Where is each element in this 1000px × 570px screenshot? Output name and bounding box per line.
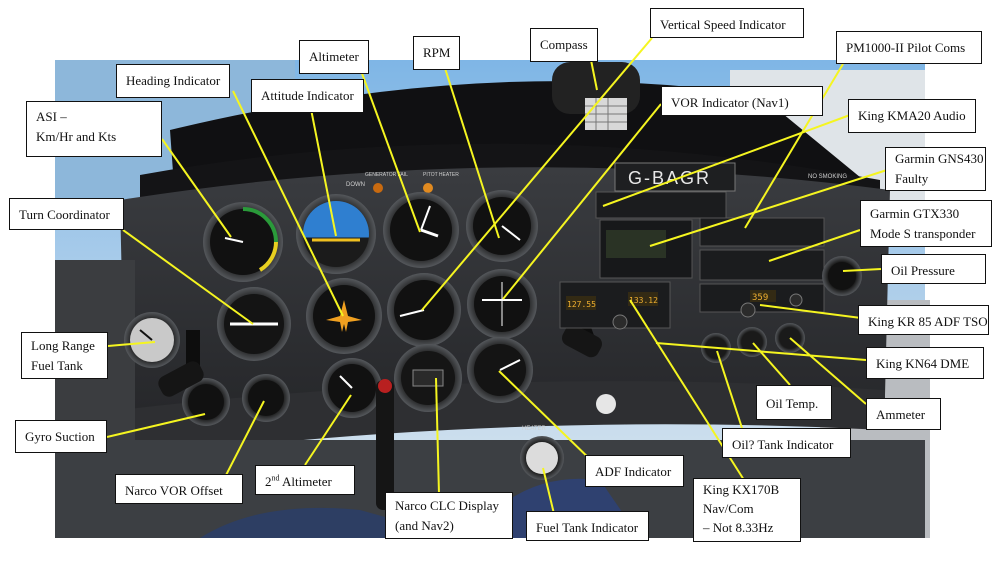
label-gns430-line2: Faulty (895, 171, 929, 187)
leader-rpm (443, 64, 500, 239)
label-gns430-line1: Garmin GNS430 (895, 151, 984, 166)
leader-long-range (107, 341, 156, 347)
leader-oil-temp (752, 342, 791, 386)
label-rpm: RPM (413, 36, 461, 71)
label-alt2-suffix: nd (271, 473, 280, 483)
label-alt2-number: 2 (265, 474, 272, 489)
gear-down-placard: DOWN (346, 182, 365, 188)
registration-placard (614, 162, 736, 192)
leader-narco-vor (221, 400, 265, 484)
label-long-range-fuel: Long Range Fuel Tank (21, 332, 108, 379)
label-oil-temp: Oil Temp. (756, 385, 832, 420)
vor-nav1-gauge (467, 269, 537, 339)
long-range-fuel-gauge (124, 312, 180, 368)
label-asi: ASI – Km/Hr and Kts (26, 101, 162, 157)
label-ammeter: Ammeter (866, 398, 941, 430)
left-yoke (158, 330, 204, 397)
label-gtx330-line2: Mode S transponder (870, 226, 976, 242)
leader-gyro-suction (106, 413, 206, 438)
altimeter-gauge (383, 192, 459, 268)
leader-oil-tank (716, 350, 743, 429)
leader-alt2 (304, 394, 352, 466)
no-smoking-placard: NO SMOKING (808, 174, 847, 180)
leader-heading (232, 90, 344, 317)
label-oil-tank: Oil? Tank Indicator (722, 428, 851, 458)
throttle-lever (376, 380, 394, 510)
narco-vor-offset-gauge (242, 374, 290, 422)
label-compass: Compass (530, 28, 598, 63)
label-long-range-line2: Fuel Tank (31, 358, 83, 374)
label-narco-clc: Narco CLC Display (and Nav2) (385, 492, 513, 539)
gyro-suction-gauge (182, 378, 230, 426)
label-kx170b-line2: Nav/Com (703, 500, 754, 516)
registration-text: G-BAGR (628, 168, 711, 188)
leader-turn-coordinator (122, 229, 254, 325)
label-kx170b-line1: King KX170B (703, 482, 780, 497)
leader-gns430 (649, 169, 888, 247)
label-turn-coordinator: Turn Coordinator (9, 198, 124, 230)
label-gns430: Garmin GNS430 Faulty (885, 147, 986, 191)
label-kx170b: King KX170B Nav/Com – Not 8.33Hz (693, 478, 801, 542)
fuel-tank-gauge (520, 436, 564, 480)
label-adf-indicator: ADF Indicator (585, 455, 684, 487)
label-pm1000: PM1000-II Pilot Coms (836, 31, 982, 64)
label-fuel-tank: Fuel Tank Indicator (526, 511, 649, 541)
turn-coordinator-gauge (217, 287, 291, 361)
label-altimeter: Altimeter (299, 40, 369, 75)
leader-attitude (309, 103, 337, 237)
airspeed-indicator (203, 202, 283, 282)
heater-placard: HEATER (522, 426, 547, 432)
label-long-range-line1: Long Range (31, 338, 95, 353)
label-kr85: King KR 85 ADF TSO (858, 305, 989, 335)
label-2nd-altimeter: 2nd Altimeter (255, 465, 355, 495)
label-oil-pressure: Oil Pressure (881, 254, 986, 284)
label-heading-indicator: Heading Indicator (116, 64, 231, 99)
throttle-knob (378, 379, 392, 393)
panel-knob (596, 394, 616, 414)
label-vor-nav1: VOR Indicator (Nav1) (661, 86, 823, 116)
vertical-speed-gauge (387, 273, 461, 347)
heading-indicator-gauge (306, 278, 382, 354)
leader-lines (106, 37, 888, 519)
transponder-display: 359 (752, 293, 768, 303)
rpm-gauge (466, 190, 538, 262)
label-attitude-indicator: Attitude Indicator (251, 79, 364, 114)
warning-lamp-right (423, 183, 433, 193)
leader-gtx330 (768, 229, 861, 262)
label-vsi: Vertical Speed Indicator (650, 8, 804, 38)
leader-ammeter (789, 337, 867, 405)
leader-fuel-tank (542, 467, 556, 519)
label-gtx330-line1: Garmin GTX330 (870, 206, 960, 221)
generator-fail-placard: GENERATOR FAIL (365, 172, 408, 178)
leader-pm1000 (744, 63, 844, 229)
leader-narco-clc (435, 377, 440, 495)
leader-asi (161, 138, 232, 238)
label-asi-line1: ASI – (36, 109, 67, 124)
label-asi-line2: Km/Hr and Kts (36, 129, 117, 145)
com-active-display: 127.55 (567, 300, 596, 309)
label-narco-clc-line2: (and Nav2) (395, 518, 454, 534)
label-kx170b-line3: – Not 8.33Hz (703, 519, 774, 535)
label-kma20: King KMA20 Audio (848, 99, 976, 134)
label-kn64: King KN64 DME (866, 347, 984, 379)
leader-kma20 (602, 114, 851, 207)
leader-vor (502, 103, 662, 300)
label-narco-clc-line1: Narco CLC Display (395, 498, 499, 513)
label-alt2-text: Altimeter (279, 474, 332, 489)
leader-kr85 (759, 304, 862, 319)
leader-adf (498, 370, 597, 466)
leader-vsi (421, 37, 653, 311)
leader-oil-pressure (842, 268, 882, 272)
warning-lamp-left (373, 183, 383, 193)
label-gyro-suction: Gyro Suction (15, 420, 107, 453)
altimeter-2-gauge (322, 358, 382, 418)
label-gtx330: Garmin GTX330 Mode S transponder (860, 200, 992, 247)
narco-clc-gauge (394, 344, 462, 412)
leader-altimeter (359, 67, 421, 233)
label-narco-vor-offset: Narco VOR Offset (115, 474, 243, 504)
com-standby-display: 133.12 (629, 296, 658, 305)
pitot-heater-placard: PITOT HEATER (423, 172, 459, 178)
adf-gauge (467, 337, 533, 403)
